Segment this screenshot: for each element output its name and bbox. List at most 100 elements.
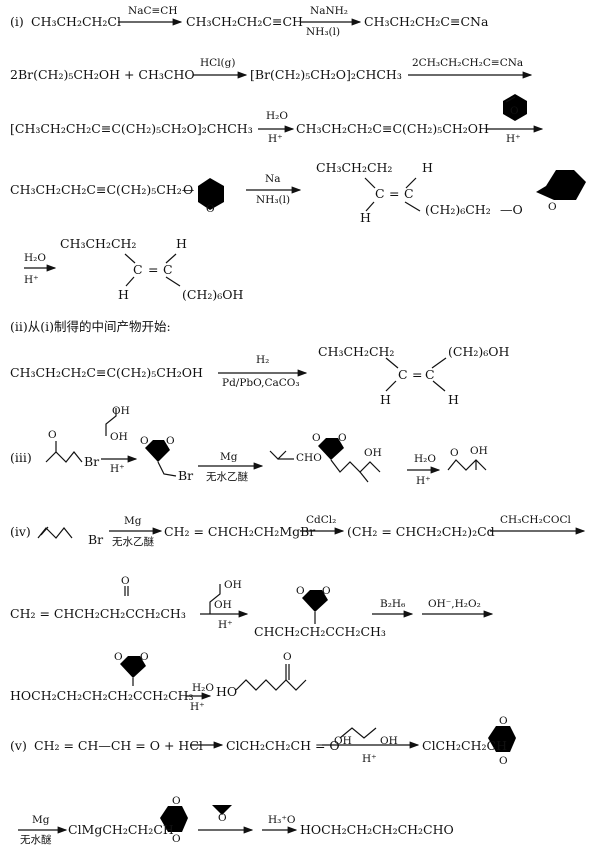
reagent-hydronium: H₃⁺O: [268, 814, 296, 826]
vinyl-h-top: H: [422, 160, 433, 175]
vinyl-h-bottom: H: [360, 210, 371, 225]
diol-oh-1: OH: [112, 405, 130, 417]
reagent-water-2: H₂O: [24, 252, 46, 264]
reagent-acid: H⁺: [268, 133, 283, 145]
final-hydroxyl: OH: [470, 445, 488, 457]
acid-catalyst: H⁺: [110, 463, 125, 475]
anhydrous-ether-3: 无水醚: [20, 834, 52, 846]
reagent-sodium-acetylide: NaC≡CH: [128, 5, 178, 17]
product-hydroxyl: OH: [364, 447, 382, 459]
reagent-acid-5: H⁺: [190, 701, 205, 713]
reactants-bromoalcohol-acetaldehyde: 2Br(CH₂)₅CH₂OH + CH₃CHO: [10, 67, 195, 82]
solvent-ammonia-2: NH₃(l): [256, 194, 291, 206]
acetal-o2: O: [166, 435, 175, 447]
chloropropanal: ClCH₂CH₂CH = O: [226, 738, 340, 753]
chloro-acetal-o2: O: [499, 755, 508, 767]
reagent-hydrogen: H₂: [256, 354, 270, 366]
bromide-2: Br: [178, 468, 194, 483]
ketone-oxygen-2: O: [121, 575, 130, 587]
lindlar-catalyst: Pd/PbO,CaCO₃: [222, 377, 300, 389]
alkene-c2-2: C: [163, 262, 173, 277]
diol-oh-6: OH: [380, 735, 398, 747]
vinyl-h-left: H: [380, 392, 391, 407]
reagent-water: H₂O: [266, 110, 288, 122]
alkene-c2: C: [404, 186, 414, 201]
product-acetal-o2: O: [338, 432, 347, 444]
hydroxyalkyl-chain: (CH₂)₆OH: [182, 287, 244, 302]
reagent-peroxide: OH⁻,H₂O₂: [428, 598, 481, 610]
hydroxyalkyl-chain-2: (CH₂)₆OH: [448, 344, 510, 359]
grignard-acetal: ClMgCH₂CH₂CH: [68, 822, 174, 837]
ketal-o1: O: [296, 585, 305, 597]
reagent-magnesium-2: Mg: [124, 515, 142, 527]
propyl-group-3: CH₃CH₂CH₂: [318, 344, 395, 359]
final-ketone-o-2: O: [283, 651, 292, 663]
product-acetal-o1: O: [312, 432, 321, 444]
ketal-o2: O: [322, 585, 331, 597]
bromide-1: Br: [84, 454, 100, 469]
vinyl-h-top-2: H: [176, 236, 187, 251]
part-i-label: (i): [10, 14, 24, 29]
chloro-acetal-chain: ClCH₂CH₂CH: [422, 738, 507, 753]
acetal-o1: O: [140, 435, 149, 447]
alkene-double-bond-3: =: [412, 367, 423, 382]
vinyl-h-bottom-2: H: [118, 287, 129, 302]
part-iii-label: (iii): [10, 450, 32, 465]
alkene-double-bond-2: =: [148, 262, 159, 277]
ether-link: —O: [500, 202, 523, 217]
reagent-acid-3: H⁺: [24, 274, 39, 286]
intermediate-bromo-acetal: [Br(CH₂)₅CH₂O]₂CHCH₃: [250, 67, 402, 82]
alkene-double-bond: =: [389, 186, 400, 201]
chloro-acetal-o1: O: [499, 715, 508, 727]
alkynol-start: CH₃CH₂CH₂C≡C(CH₂)₅CH₂OH: [10, 365, 203, 380]
alcohol-ketal-o1: O: [114, 651, 123, 663]
alkene-c1-2: C: [133, 262, 143, 277]
thp-product-ring-o: O: [548, 201, 557, 213]
reactant-propyl-chloride: CH₃CH₂CH₂Cl: [31, 14, 121, 29]
intermediate-pentyne: CH₃CH₂CH₂C≡CH: [186, 14, 303, 29]
vinyl-h-right: H: [448, 392, 459, 407]
propyl-group-2: CH₃CH₂CH₂: [60, 236, 137, 251]
final-hydroxyl-2: HO: [216, 684, 238, 699]
alkene-c1-3: C: [398, 367, 408, 382]
grignard-reagent: CH₂ = CHCH₂CH₂MgBr: [164, 524, 316, 539]
dihydropyran-ring-o: O: [510, 105, 519, 117]
reagent-magnesium-3: Mg: [32, 814, 50, 826]
acid-catalyst-3: H⁺: [362, 753, 377, 765]
acrolein-hcl: CH₂ = CH—CH = O + HCl: [34, 738, 203, 753]
diol-oh-2: OH: [110, 431, 128, 443]
reagent-acid-4: H⁺: [416, 475, 431, 487]
diol-oh-4: OH: [214, 599, 232, 611]
hydroxy-ketal: HOCH₂CH₂CH₂CH₂CCH₂CH₃: [10, 688, 194, 703]
intermediate-alkyne-acetal: [CH₃CH₂CH₂C≡C(CH₂)₅CH₂O]₂CHCH₃: [10, 121, 253, 136]
reagent-water-3: H₂O: [414, 453, 436, 465]
alkyl-chain: (CH₂)₆CH₂: [425, 202, 491, 217]
ketal-chain: CHCH₂CH₂CCH₂CH₃: [254, 624, 386, 639]
anhydrous-ether: 无水乙醚: [206, 471, 248, 483]
diol-oh-5: OH: [334, 735, 352, 747]
reagent-hcl-gas: HCl(g): [200, 57, 236, 69]
ether-oxygen: O: [183, 182, 194, 197]
reagent-cadmium-chloride: CdCl₂: [306, 514, 337, 526]
thp-ring-oxygen: O: [206, 203, 215, 215]
aldehyde-group: CHO: [296, 452, 322, 464]
part-v-label: (v): [10, 738, 27, 753]
epoxide-oxygen: O: [218, 812, 227, 824]
acid-catalyst-2: H⁺: [218, 619, 233, 631]
solvent-ammonia: NH₃(l): [306, 26, 341, 38]
reagent-water-4: H₂O: [192, 682, 214, 694]
reagent-sodium: Na: [265, 173, 281, 185]
propyl-group: CH₃CH₂CH₂: [316, 160, 393, 175]
reagent-diborane: B₂H₆: [380, 598, 406, 610]
reagent-magnesium: Mg: [220, 451, 238, 463]
intermediate-alkynol: CH₃CH₂CH₂C≡C(CH₂)₅CH₂OH: [296, 121, 489, 136]
product-sodium-pentynide: CH₃CH₂CH₂C≡CNa: [364, 14, 489, 29]
reagent-propionyl-chloride: CH₃CH₂COCl: [500, 514, 571, 526]
alkene-c2-3: C: [425, 367, 435, 382]
part-iv-label: (iv): [10, 524, 31, 539]
anhydrous-ether-2: 无水乙醚: [112, 536, 154, 548]
alcohol-ketal-o2: O: [140, 651, 149, 663]
organocadmium: (CH₂ = CHCH₂CH₂)₂Cd: [347, 524, 495, 539]
